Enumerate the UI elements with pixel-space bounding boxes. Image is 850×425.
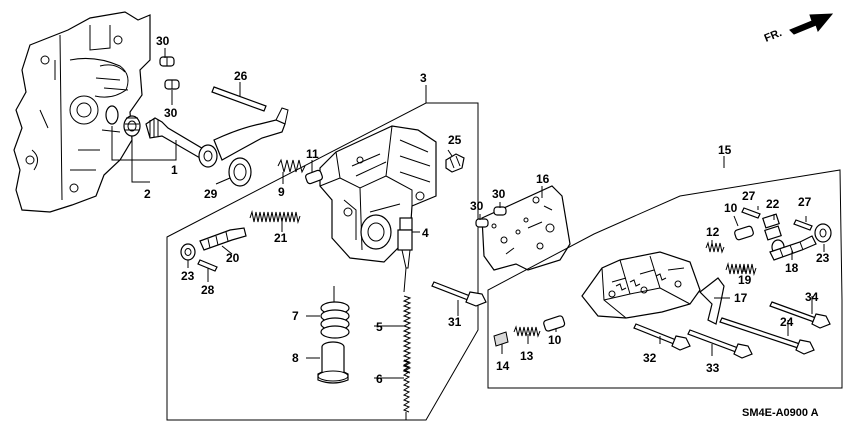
callout-13: 13	[520, 349, 534, 363]
callout-23-left: 23	[181, 269, 195, 283]
callout-29: 29	[204, 187, 218, 201]
callout-2: 2	[144, 187, 151, 201]
transmission-case	[13, 11, 151, 213]
plug-11	[305, 169, 323, 185]
callout-20: 20	[226, 251, 240, 265]
separator-plate-16	[481, 185, 571, 271]
callout-30-lower: 30	[164, 106, 178, 120]
bolt-33	[687, 329, 753, 359]
callout-3: 3	[420, 71, 427, 85]
callout-26: 26	[234, 69, 248, 83]
plug-10-upper	[734, 225, 754, 241]
callout-19: 19	[738, 273, 752, 287]
valve-20	[199, 227, 247, 251]
callout-labels: 30 30 26 3 1 2 29 9 11 21 20 23 28 25 4 …	[144, 34, 830, 386]
pin-27-left	[741, 207, 761, 219]
callout-1: 1	[171, 163, 178, 177]
dowel-pin-30-plate-b	[493, 206, 507, 216]
main-valve-body	[319, 125, 437, 263]
plug-10-lower	[543, 315, 566, 332]
pin-27-right	[793, 219, 813, 231]
callout-25: 25	[448, 133, 462, 147]
bolt-34	[769, 301, 831, 329]
callout-16: 16	[536, 172, 550, 186]
valve-18	[769, 235, 817, 261]
cap-23-left	[180, 243, 196, 261]
callout-14: 14	[496, 359, 510, 373]
callout-32: 32	[643, 351, 657, 365]
callout-10-lower: 10	[548, 333, 562, 347]
piston-8	[317, 341, 349, 384]
spring-12	[705, 241, 725, 254]
spring-7	[320, 301, 350, 339]
callout-30-plate-a: 30	[470, 199, 484, 213]
spring-19	[725, 262, 757, 276]
dowel-pin-30-lower	[164, 79, 180, 90]
front-direction-label: FR.	[763, 27, 784, 45]
callout-28: 28	[201, 283, 215, 297]
plate-17	[699, 277, 725, 325]
spring-13	[513, 325, 541, 338]
group-15-boundary	[487, 169, 843, 389]
pin-28	[197, 259, 218, 272]
shift-rod-26	[211, 86, 267, 112]
callout-5: 5	[376, 320, 383, 334]
oil-seal-29	[228, 157, 252, 187]
callout-18: 18	[785, 261, 799, 275]
callout-8: 8	[292, 351, 299, 365]
callout-6: 6	[376, 372, 383, 386]
front-direction-indicator: FR.	[763, 13, 834, 45]
spring-9	[277, 158, 306, 174]
bolt-32	[633, 323, 691, 351]
callout-33: 33	[706, 361, 720, 375]
callout-12: 12	[706, 225, 720, 239]
dowel-pin-30-plate-a	[475, 218, 489, 228]
callout-34: 34	[805, 290, 819, 304]
callout-15: 15	[718, 143, 732, 157]
snap-ring	[105, 105, 119, 125]
callout-31: 31	[448, 315, 462, 329]
callout-21: 21	[274, 231, 288, 245]
valve-4	[397, 217, 413, 293]
dowel-pin-30-top	[159, 56, 175, 67]
spring-21	[249, 210, 301, 224]
leader-lines	[111, 48, 825, 379]
cap-23-right	[814, 223, 832, 243]
callout-22: 22	[766, 197, 780, 211]
callout-4: 4	[422, 226, 429, 240]
callout-30-plate-b: 30	[492, 187, 506, 201]
callout-17: 17	[734, 291, 748, 305]
spring-6	[402, 359, 411, 420]
block-14	[493, 331, 509, 347]
bolt-24	[719, 317, 815, 355]
callout-10-upper: 10	[724, 201, 738, 215]
callout-27-right: 27	[798, 195, 812, 209]
bolt-31	[431, 281, 487, 307]
callout-9: 9	[278, 185, 285, 199]
callout-23-right: 23	[816, 251, 830, 265]
front-arrow-icon	[789, 13, 834, 35]
callout-24: 24	[780, 315, 794, 329]
callout-30-top: 30	[156, 34, 170, 48]
callout-27-left: 27	[742, 189, 756, 203]
diagram-code: SM4E-A0900 A	[742, 407, 819, 419]
needle-bearing	[123, 115, 141, 137]
callout-7: 7	[292, 309, 299, 323]
check-bolt-25	[445, 153, 465, 173]
shift-shaft	[145, 117, 218, 168]
secondary-valve-body	[581, 251, 701, 319]
shift-lever-bracket	[213, 107, 289, 161]
callout-11: 11	[306, 147, 319, 161]
